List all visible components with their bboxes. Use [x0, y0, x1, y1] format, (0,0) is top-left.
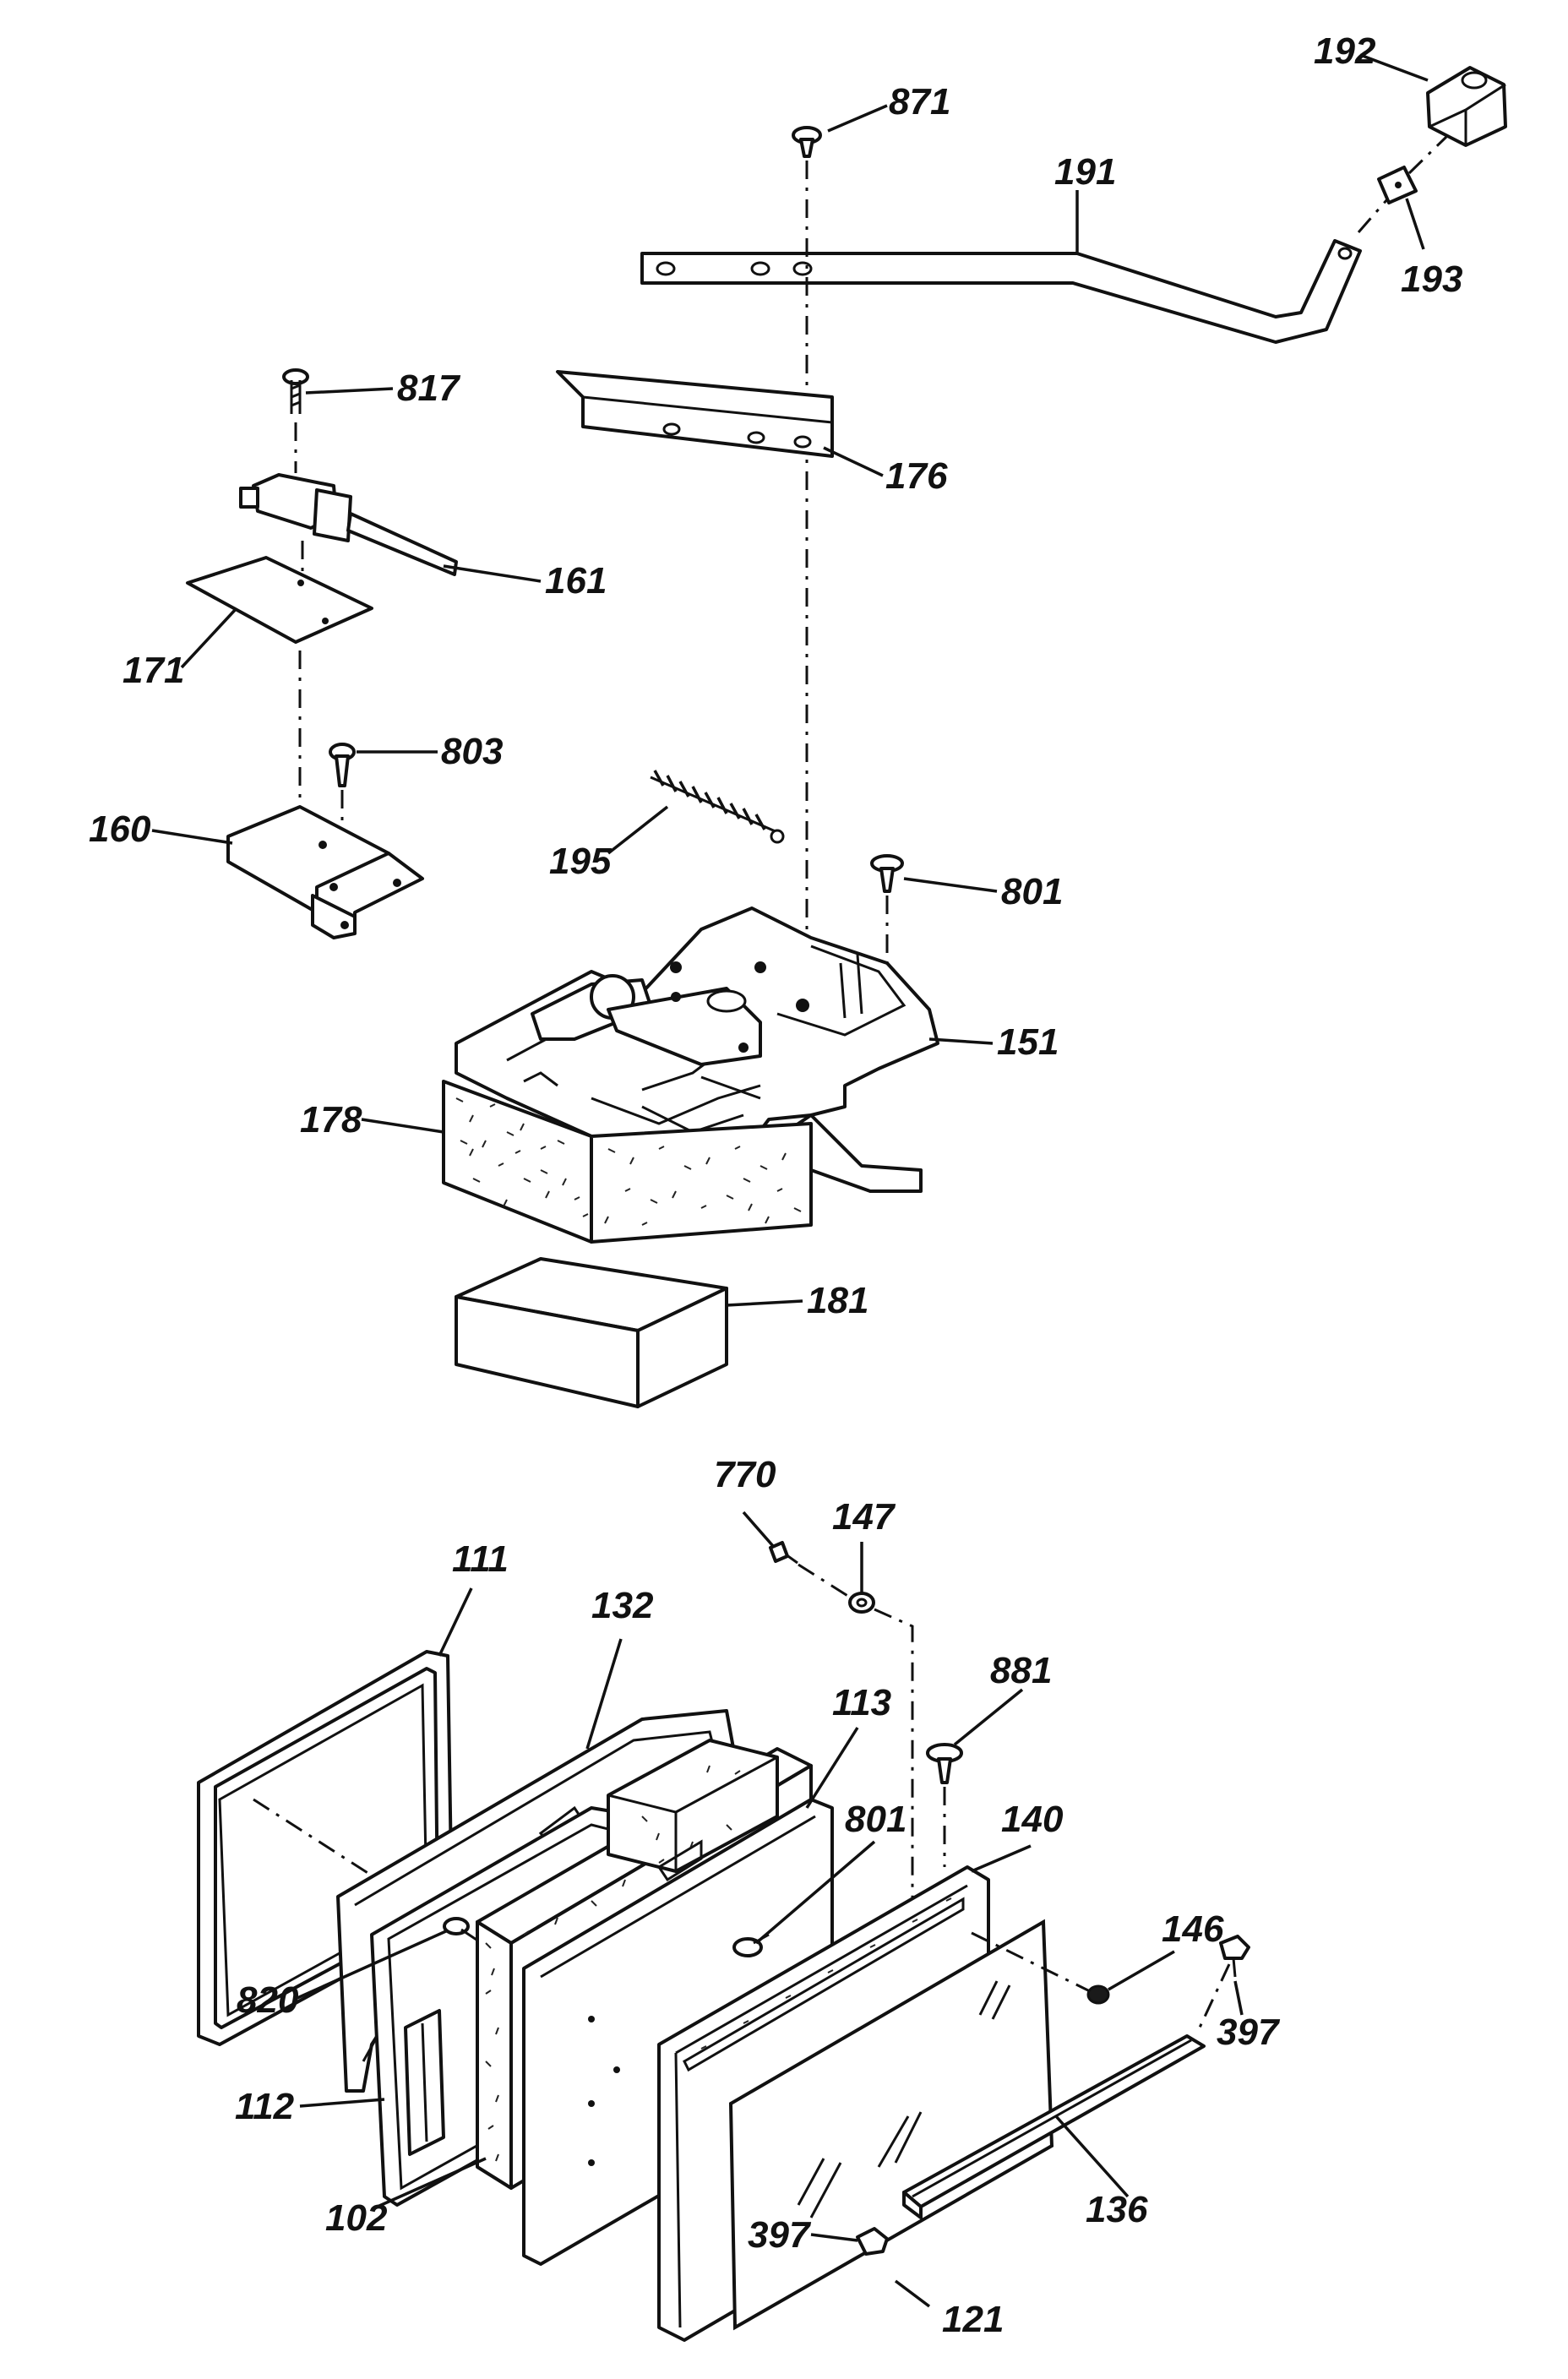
- leader-817: [305, 387, 394, 395]
- leader-178: [361, 1118, 444, 1134]
- part-171-insulator: [186, 556, 373, 644]
- callout-820: 820: [237, 1979, 299, 2021]
- part-147-washer: [848, 1592, 875, 1614]
- part-871-screw: [792, 126, 822, 158]
- callout-801b: 801: [845, 1799, 906, 1840]
- part-397-screw-right: [1219, 1935, 1250, 1978]
- callout-192: 192: [1314, 30, 1376, 72]
- leader-112: [299, 2098, 385, 2108]
- callout-871: 871: [889, 81, 950, 122]
- leader-132: [585, 1638, 623, 1750]
- leader-192: [1359, 53, 1429, 82]
- callout-801a: 801: [1001, 871, 1063, 912]
- callout-121: 121: [942, 2299, 1004, 2340]
- leader-397b: [810, 2233, 858, 2242]
- part-161-switch: [239, 473, 458, 576]
- callout-817: 817: [397, 367, 461, 409]
- callout-161: 161: [545, 560, 607, 602]
- callout-803: 803: [441, 731, 503, 772]
- leader-140: [971, 1844, 1032, 1873]
- callout-397a: 397: [1217, 2012, 1281, 2053]
- callout-193: 193: [1401, 259, 1462, 300]
- leader-176: [823, 446, 884, 477]
- callout-113: 113: [832, 1682, 891, 1723]
- leader-111: [438, 1587, 473, 1657]
- leader-801a: [903, 877, 998, 893]
- leader-160: [151, 829, 233, 845]
- part-192-knob: [1426, 66, 1507, 147]
- part-195-spring: [650, 770, 785, 844]
- leader-181: [726, 1299, 803, 1307]
- callout-140: 140: [1001, 1799, 1064, 1840]
- callout-151: 151: [997, 1021, 1059, 1063]
- callout-176: 176: [885, 455, 948, 497]
- callout-132: 132: [591, 1585, 654, 1626]
- leader-871: [827, 104, 888, 133]
- leader-195: [607, 805, 669, 855]
- alignment-line-146: [971, 1931, 1091, 1993]
- callout-160: 160: [89, 808, 151, 850]
- leader-193: [1405, 198, 1425, 250]
- part-193-clip: [1377, 166, 1418, 204]
- leader-121: [894, 2279, 931, 2308]
- callout-881: 881: [990, 1650, 1052, 1691]
- leader-770: [742, 1511, 775, 1548]
- callout-111: 111: [452, 1538, 509, 1580]
- callout-136: 136: [1086, 2189, 1148, 2230]
- callout-171: 171: [122, 650, 184, 691]
- part-176-bracket: [556, 370, 834, 458]
- callout-191: 191: [1054, 151, 1116, 193]
- part-191-rod: [640, 239, 1362, 344]
- leader-146: [1108, 1950, 1175, 1991]
- alignment-line-191-193: [1357, 199, 1389, 233]
- callout-195: 195: [549, 841, 612, 882]
- part-397-screw-left: [856, 2227, 889, 2256]
- callout-112: 112: [235, 2086, 295, 2127]
- part-136-trim-strip: [902, 2034, 1206, 2219]
- leader-102: [371, 2157, 487, 2211]
- callout-102: 102: [325, 2197, 388, 2239]
- part-146-grommet: [1086, 1984, 1110, 2005]
- leader-113: [805, 1727, 859, 1809]
- part-178-insulation-block: [442, 1080, 813, 1244]
- callout-178: 178: [300, 1099, 362, 1141]
- leader-171: [180, 607, 238, 669]
- callout-181: 181: [807, 1280, 868, 1321]
- part-181-block: [455, 1257, 728, 1408]
- callout-146: 146: [1162, 1908, 1224, 1950]
- part-817-screw: [282, 368, 309, 414]
- leader-161: [443, 564, 542, 583]
- part-770-screw: [769, 1541, 798, 1565]
- part-160-mounting-plate: [226, 805, 424, 939]
- alignment-line-111-132: [253, 1798, 373, 1877]
- leader-820: [297, 1929, 449, 2000]
- alignment-line-397-right: [1198, 1963, 1231, 2028]
- callout-397b: 397: [748, 2214, 812, 2256]
- leader-136: [1054, 2115, 1130, 2198]
- callout-147: 147: [832, 1496, 896, 1538]
- part-881-screw: [926, 1743, 963, 1784]
- part-801-screw-top: [870, 854, 904, 893]
- leader-881: [953, 1688, 1024, 1746]
- alignment-line-770-140: [798, 1563, 914, 1918]
- leader-397a: [1233, 1980, 1244, 2016]
- callout-770: 770: [714, 1454, 776, 1495]
- part-803-screw: [329, 743, 356, 787]
- part-151-lock-mechanism: [455, 906, 939, 1193]
- leader-151: [928, 1037, 994, 1045]
- alignment-line-193-192: [1407, 135, 1448, 175]
- part-121-glass-panel: [728, 1919, 1054, 2331]
- leader-801b: [754, 1840, 876, 1945]
